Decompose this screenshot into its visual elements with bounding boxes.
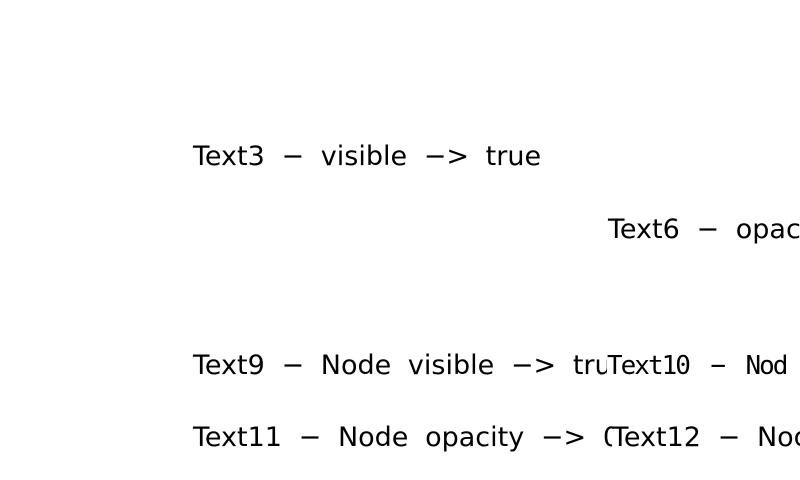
- text-item-text3: Text3 − visible −> true: [193, 141, 542, 173]
- text-item-text6: Text6 − opac: [608, 214, 800, 246]
- text-item-text11: Text11 − Node opacity −> 0: [193, 422, 621, 454]
- text-item-text12: Text12 − Nod: [612, 422, 800, 454]
- text-item-text10: Text10 − Nod: [607, 351, 788, 382]
- text-item-text9: Text9 − Node visible −> tru: [193, 350, 612, 382]
